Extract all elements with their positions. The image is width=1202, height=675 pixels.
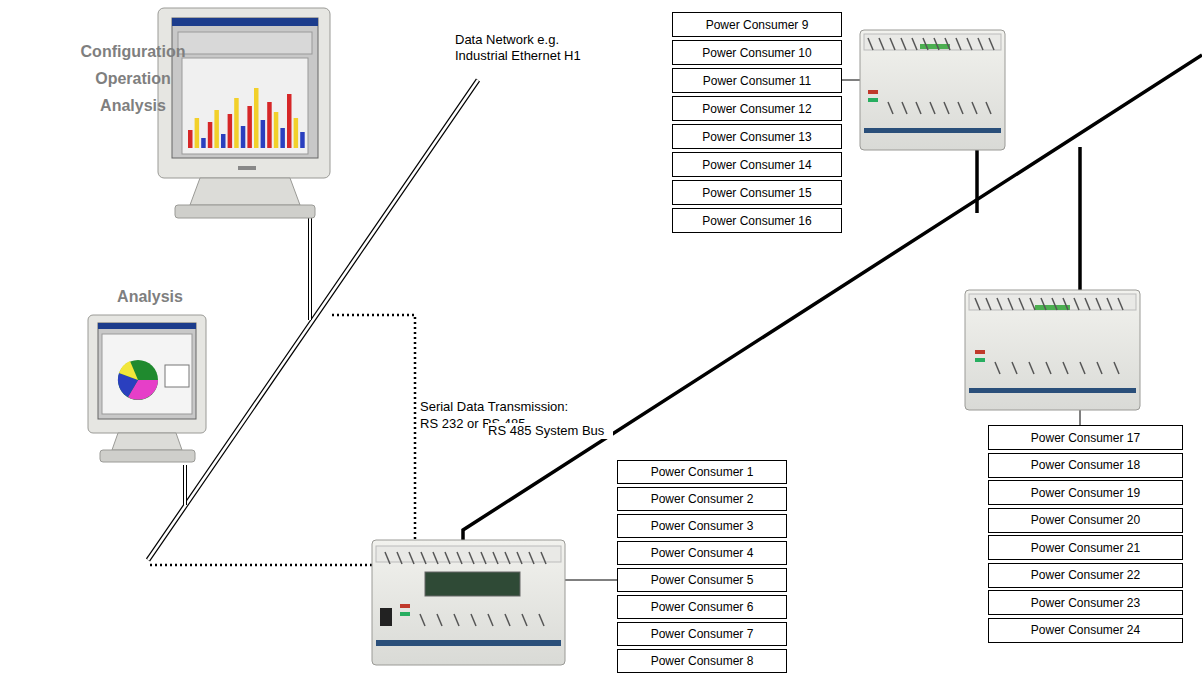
serial-line bbox=[150, 564, 372, 567]
consumer-box: Power Consumer 22 bbox=[988, 563, 1183, 588]
consumer-box: Power Consumer 8 bbox=[617, 649, 787, 673]
consumer-box: Power Consumer 10 bbox=[672, 40, 842, 65]
consumer-label: Power Consumer 19 bbox=[1031, 486, 1140, 500]
consumer-label: Power Consumer 18 bbox=[1031, 458, 1140, 472]
consumer-box: Power Consumer 23 bbox=[988, 590, 1183, 615]
consumer-label: Power Consumer 13 bbox=[702, 130, 811, 144]
consumer-box: Power Consumer 6 bbox=[617, 595, 787, 619]
consumer-box: Power Consumer 24 bbox=[988, 618, 1183, 643]
controller-device bbox=[860, 30, 1005, 150]
consumer-box: Power Consumer 15 bbox=[672, 180, 842, 205]
consumer-label: Power Consumer 8 bbox=[651, 654, 754, 668]
consumer-box: Power Consumer 17 bbox=[988, 425, 1183, 450]
consumer-label: Power Consumer 12 bbox=[702, 102, 811, 116]
consumer-box: Power Consumer 9 bbox=[672, 12, 842, 37]
stand-line bbox=[183, 465, 187, 505]
consumer-label: Power Consumer 20 bbox=[1031, 513, 1140, 527]
serial-line bbox=[332, 315, 415, 545]
consumer-box: Power Consumer 20 bbox=[988, 508, 1183, 533]
station-label: Configuration Operation Analysis bbox=[73, 38, 193, 119]
consumer-box: Power Consumer 3 bbox=[617, 514, 787, 538]
monitor bbox=[88, 315, 206, 462]
consumer-box: Power Consumer 12 bbox=[672, 96, 842, 121]
lead-line bbox=[1080, 410, 1081, 425]
bus-branch bbox=[1078, 147, 1082, 290]
consumer-box: Power Consumer 21 bbox=[988, 535, 1183, 560]
controller-device bbox=[372, 540, 565, 665]
monitor bbox=[158, 8, 330, 218]
consumer-box: Power Consumer 4 bbox=[617, 541, 787, 565]
system-bus bbox=[463, 55, 1202, 545]
consumer-box: Power Consumer 19 bbox=[988, 480, 1183, 505]
consumer-box: Power Consumer 13 bbox=[672, 124, 842, 149]
bus-branch bbox=[975, 150, 979, 213]
controller-device bbox=[965, 290, 1140, 410]
consumer-label: Power Consumer 9 bbox=[706, 18, 809, 32]
consumer-box: Power Consumer 2 bbox=[617, 487, 787, 511]
station-label: Analysis bbox=[100, 287, 200, 307]
consumer-label: Power Consumer 11 bbox=[703, 74, 812, 88]
lead-line bbox=[565, 580, 617, 581]
stand-line bbox=[308, 218, 312, 320]
consumer-label: Power Consumer 24 bbox=[1031, 623, 1140, 637]
consumer-label: Power Consumer 14 bbox=[702, 158, 811, 172]
bus-label: RS 485 System Bus bbox=[488, 423, 613, 439]
consumer-label: Power Consumer 5 bbox=[651, 573, 754, 587]
network-label: Data Network e.g. Industrial Ethernet H1 bbox=[455, 32, 595, 64]
consumer-box: Power Consumer 1 bbox=[617, 460, 787, 484]
stand-line bbox=[309, 218, 311, 320]
consumer-box: Power Consumer 7 bbox=[617, 622, 787, 646]
consumer-label: Power Consumer 15 bbox=[702, 186, 811, 200]
consumer-box: Power Consumer 18 bbox=[988, 453, 1183, 478]
consumer-label: Power Consumer 21 bbox=[1031, 541, 1140, 555]
consumer-label: Power Consumer 2 bbox=[651, 492, 754, 506]
consumer-box: Power Consumer 14 bbox=[672, 152, 842, 177]
consumer-box: Power Consumer 5 bbox=[617, 568, 787, 592]
consumer-label: Power Consumer 10 bbox=[702, 46, 811, 60]
consumer-label: Power Consumer 3 bbox=[651, 519, 754, 533]
consumer-label: Power Consumer 23 bbox=[1031, 596, 1140, 610]
consumer-label: Power Consumer 1 bbox=[651, 465, 754, 479]
lead-line bbox=[842, 80, 860, 81]
consumer-label: Power Consumer 6 bbox=[651, 600, 754, 614]
consumer-box: Power Consumer 16 bbox=[672, 208, 842, 233]
consumer-box: Power Consumer 11 bbox=[672, 68, 842, 93]
consumer-label: Power Consumer 22 bbox=[1031, 568, 1140, 582]
consumer-label: Power Consumer 7 bbox=[651, 627, 754, 641]
consumer-label: Power Consumer 16 bbox=[702, 214, 811, 228]
consumer-label: Power Consumer 17 bbox=[1031, 431, 1140, 445]
stand-line bbox=[184, 465, 186, 505]
consumer-label: Power Consumer 4 bbox=[651, 546, 754, 560]
